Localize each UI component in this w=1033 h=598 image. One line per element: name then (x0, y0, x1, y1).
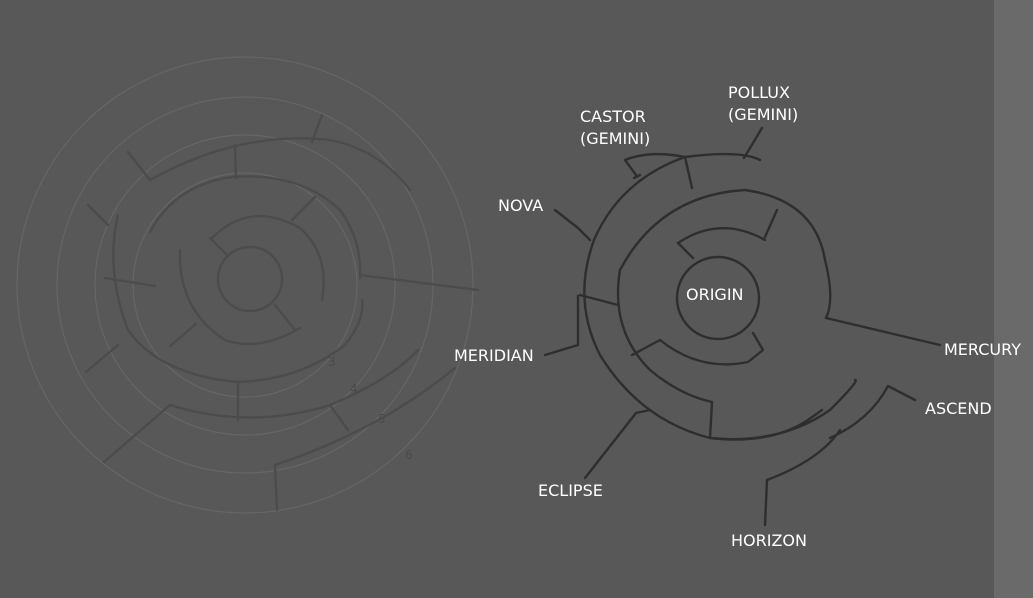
label-meridian: MERIDIAN (454, 346, 534, 365)
maze-wall (86, 203, 110, 227)
label-horizon: HORIZON (731, 531, 807, 550)
meridian-spoke (543, 294, 580, 357)
maze-wall (103, 276, 157, 288)
maze-center-ring (216, 245, 284, 313)
pollux-spoke (742, 126, 764, 160)
ring-number: 3 (328, 355, 336, 369)
eclipse-spoke (583, 408, 652, 480)
maze-wall (233, 143, 238, 180)
maze-wall (583, 238, 857, 441)
castor-line (632, 173, 642, 180)
maze-wall (658, 331, 765, 366)
origin-ring (675, 255, 761, 341)
label-pollux-line1: POLLUX (728, 83, 790, 102)
castor-spoke (623, 152, 687, 177)
label-mercury: MERCURY (944, 340, 1021, 359)
ring-number: 4 (350, 382, 358, 396)
maze-wall (328, 403, 350, 432)
maze-wall (210, 214, 325, 302)
guide-ring-outer (16, 56, 474, 514)
ring-number: 5 (378, 412, 386, 426)
guide-ring-4 (94, 134, 396, 436)
label-castor-line2: (GEMINI) (580, 129, 651, 148)
maze-wall (708, 400, 714, 440)
maze-wall (592, 152, 762, 242)
maze-wall (126, 150, 152, 182)
label-origin: ORIGIN (686, 285, 744, 304)
maze-wall (676, 241, 695, 260)
guide-ring-3 (132, 172, 358, 398)
maze-wall (168, 322, 198, 348)
label-pollux: POLLUX (GEMINI) (728, 82, 798, 126)
label-eclipse: ECLIPSE (538, 481, 603, 500)
ascend-spoke (828, 384, 917, 440)
maze-wall (178, 248, 302, 346)
horizon-spoke (763, 428, 842, 527)
maze-wall (102, 403, 172, 464)
maze-wall (208, 236, 230, 258)
maze-wall (84, 343, 120, 374)
maze-wall (578, 293, 620, 307)
right-edge-strip (994, 0, 1033, 598)
maze-wall (290, 195, 317, 222)
maze-wall (618, 188, 832, 320)
maze-wall (273, 366, 457, 467)
maze-wall (273, 463, 279, 512)
maze-wall (148, 137, 412, 192)
label-ascend: ASCEND (925, 399, 992, 418)
label-castor-line1: CASTOR (580, 107, 646, 126)
ring-number: 6 (405, 448, 413, 462)
label-castor: CASTOR (GEMINI) (580, 106, 650, 150)
label-pollux-line2: (GEMINI) (728, 105, 799, 124)
maze-wall (112, 213, 364, 384)
maze-wall (616, 268, 714, 404)
maze-wall (148, 175, 362, 280)
nova-spoke (553, 208, 592, 242)
maze-wall (763, 208, 779, 239)
maze-wall (310, 113, 324, 144)
maze-wall (358, 273, 480, 292)
maze-wall (683, 155, 694, 190)
maze-wall (708, 408, 824, 441)
maze-wall (273, 303, 297, 332)
maze-wall (676, 227, 767, 245)
mercury-spoke (824, 316, 942, 347)
label-nova: NOVA (498, 196, 544, 215)
